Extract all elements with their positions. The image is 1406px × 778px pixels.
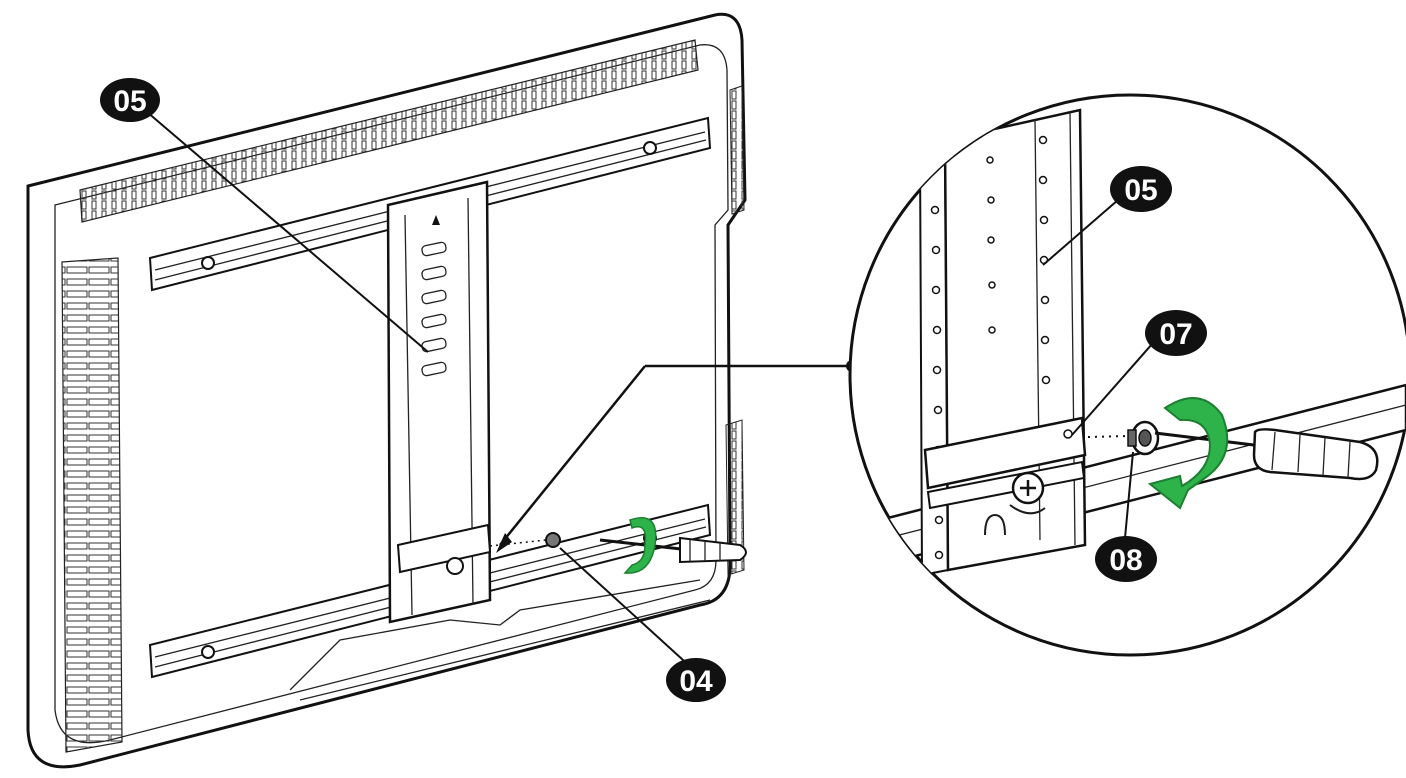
screwdriver-icon <box>1154 428 1379 481</box>
screw-icon <box>1009 471 1046 515</box>
vertical-mounting-plate <box>386 180 492 624</box>
callout-main-plate: 05 <box>100 78 160 122</box>
washer-part <box>1127 420 1160 456</box>
svg-text:05: 05 <box>113 85 146 118</box>
rotate-arrow-icon <box>623 517 657 574</box>
callout-detail-bracket: 07 <box>1145 310 1207 356</box>
svg-text:05: 05 <box>1124 174 1157 207</box>
tv-back-panel <box>26 12 747 769</box>
callout-detail-washer: 08 <box>1095 536 1157 582</box>
callout-detail-plate: 05 <box>1110 166 1172 212</box>
svg-text:07: 07 <box>1159 318 1192 351</box>
callout-main-spacer: 04 <box>666 658 726 702</box>
screwdriver-icon <box>599 536 747 564</box>
spacer-part <box>489 532 561 548</box>
rotate-arrow-icon <box>1147 397 1229 510</box>
svg-text:04: 04 <box>679 665 713 698</box>
svg-text:08: 08 <box>1109 544 1142 577</box>
callout-leaders <box>139 105 1161 671</box>
detail-zoom-circle <box>848 93 1406 657</box>
